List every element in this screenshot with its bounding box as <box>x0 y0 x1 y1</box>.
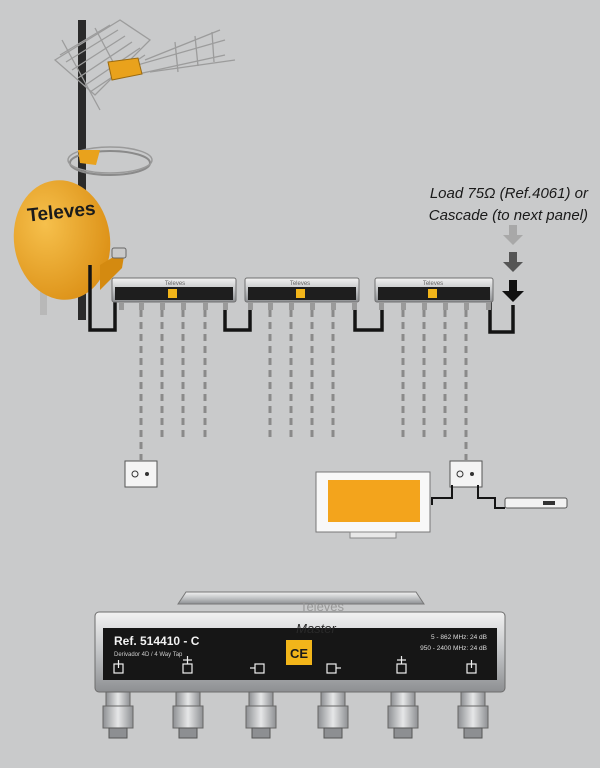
product-freq-2: 950 - 2400 MHz: 24 dB <box>420 645 487 652</box>
arrow-dark <box>502 280 524 302</box>
set-top-receiver <box>504 497 568 509</box>
tap-unit-3: Televes <box>374 277 494 303</box>
drop-lines <box>139 310 468 460</box>
tv-screen <box>328 480 420 522</box>
mast-clamp <box>78 150 100 165</box>
f-connector <box>102 691 134 739</box>
f-connector <box>457 691 489 739</box>
product-subtitle: Derivador 4D / 4 Way Tap <box>114 652 183 658</box>
load-note-line-1: Load 75Ω (Ref.4061) or <box>429 185 588 202</box>
lnb <box>111 247 127 259</box>
tap-brand-label: Televes <box>165 281 185 287</box>
product-tap-photo: Televes Ref. 514410 - C Derivador 4D / 4… <box>94 591 506 739</box>
wall-socket-1 <box>124 460 158 488</box>
ce-mark: CE <box>290 646 308 661</box>
ce-badge <box>296 289 305 298</box>
ce-badge <box>168 289 177 298</box>
tap-connectors <box>119 302 491 310</box>
tv-cables <box>431 485 505 509</box>
cable-coil <box>69 150 151 176</box>
f-connectors <box>102 691 489 739</box>
load-note-line-2: Cascade (to next panel) <box>428 207 588 224</box>
uhf-antenna <box>53 19 236 111</box>
lnb-arm <box>100 250 125 290</box>
antenna-amplifier <box>107 57 143 81</box>
f-connector <box>387 691 419 739</box>
product-ref: Ref. 514410 - C <box>114 634 200 648</box>
tap-brand-label: Televes <box>423 281 443 287</box>
arrow-mid <box>503 252 523 272</box>
tap-unit-2: Televes <box>244 277 360 303</box>
f-connector <box>172 691 204 739</box>
antenna-assembly: Televes <box>13 19 236 320</box>
f-connector <box>245 691 277 739</box>
product-brand-emboss: Televes <box>300 599 345 614</box>
master-overlay-text: Master <box>296 621 336 636</box>
ce-badge-large <box>286 640 312 665</box>
satellite-dish <box>13 180 111 300</box>
tv-set <box>315 471 431 539</box>
tap-brand-label: Televes <box>290 281 310 287</box>
wall-socket-2 <box>449 460 483 488</box>
cascade-arrows <box>502 225 524 302</box>
tap-unit-1: Televes <box>111 277 237 303</box>
port-icons <box>113 656 477 674</box>
f-connector <box>317 691 349 739</box>
trunk-cable <box>88 265 515 334</box>
ce-badge <box>428 289 437 298</box>
arrow-light <box>503 225 523 245</box>
product-freq-1: 5 - 862 MHz: 24 dB <box>431 634 487 641</box>
